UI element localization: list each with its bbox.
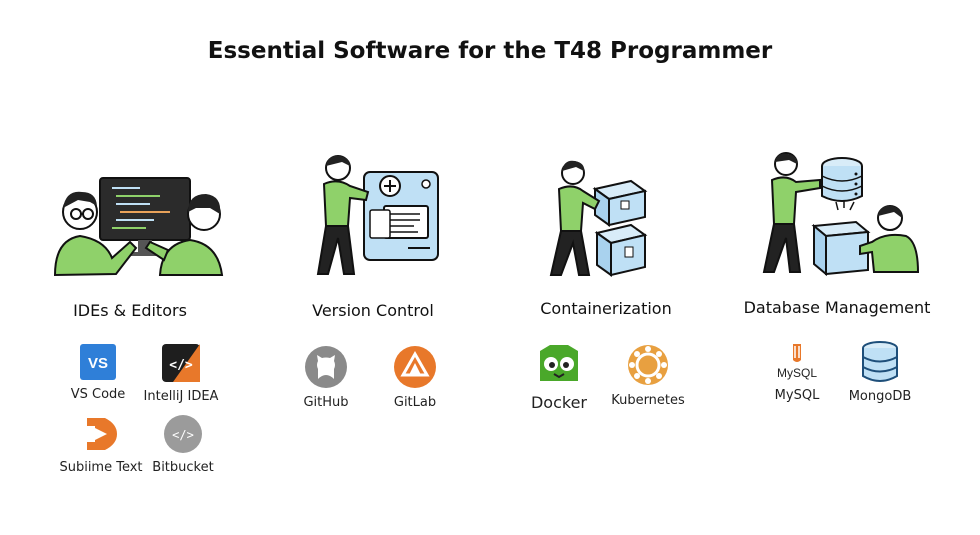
version-control-illustration (316, 155, 439, 275)
tool-intellij: </> IntelliJ IDEA (126, 343, 236, 404)
tool-label: MongoDB (848, 389, 912, 404)
svg-text:</>: </> (172, 428, 194, 442)
docker-icon (540, 345, 578, 381)
svg-text:</>: </> (169, 358, 193, 373)
tool-mongodb: MongoDB (825, 341, 935, 404)
tool-label: Subiime Text (59, 460, 143, 475)
tool-label: Docker (530, 393, 588, 412)
category-title-version-control: Version Control (312, 301, 434, 320)
tool-label: GitHub (303, 395, 349, 410)
tool-gitlab: GitLab (360, 345, 470, 410)
gitlab-icon (394, 346, 436, 388)
tool-label: Bitbucket (152, 460, 214, 475)
kubernetes-icon (628, 345, 668, 385)
category-title-database: Database Management (743, 298, 931, 317)
ides-illustration (53, 177, 224, 277)
tool-mysql: MySQL MySQL (742, 340, 852, 403)
database-illustration (762, 152, 920, 277)
tool-label: VS Code (70, 387, 126, 402)
github-icon (305, 346, 347, 388)
page-title: Essential Software for the T48 Programme… (207, 38, 773, 64)
tool-docker: Docker (504, 341, 614, 412)
category-title-containerization: Containerization (540, 299, 672, 318)
tool-label: MySQL (774, 388, 820, 403)
vscode-icon: VS (80, 344, 116, 380)
tool-label: GitLab (393, 395, 437, 410)
tool-label: IntelliJ IDEA (143, 389, 219, 404)
tool-github: GitHub (271, 345, 381, 410)
svg-text:VS: VS (88, 355, 108, 372)
tool-label: Kubernetes (611, 393, 685, 408)
intellij-icon: </> (162, 344, 200, 382)
tool-kubernetes: Kubernetes (593, 343, 703, 408)
bitbucket-icon: </> (164, 415, 202, 453)
tool-vscode: VS VS Code (43, 343, 153, 402)
mongodb-icon (862, 341, 898, 382)
tool-bitbucket: </> Bitbucket (128, 414, 238, 475)
svg-text:MySQL: MySQL (777, 366, 817, 380)
category-title-ides: IDEs & Editors (73, 301, 187, 320)
containerization-illustration (549, 160, 648, 277)
tool-sublime: Subiime Text (46, 414, 156, 475)
sublime-icon (87, 418, 117, 450)
mysql-icon: MySQL (777, 344, 817, 380)
